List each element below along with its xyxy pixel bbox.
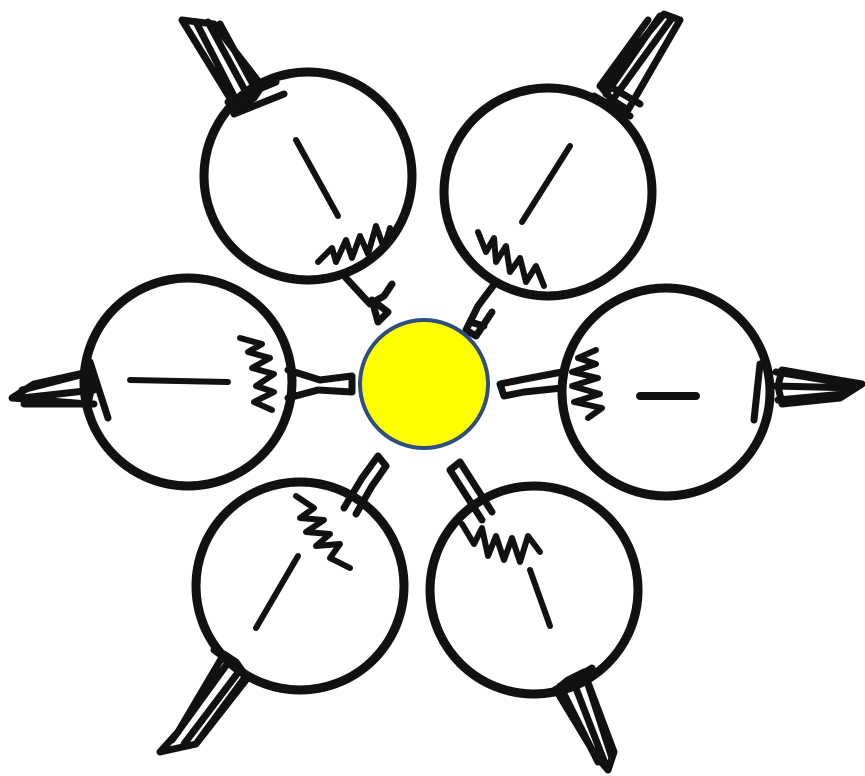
- cell-inner-stroke: [530, 570, 550, 626]
- cell-upper-left: [182, 20, 412, 322]
- cell-stalk: [344, 456, 386, 514]
- cell-inner-stroke: [256, 556, 298, 628]
- cell-stalk: [500, 372, 562, 396]
- cell-left: [12, 278, 352, 486]
- cell-spike: [12, 362, 108, 418]
- cell-stalk: [466, 282, 496, 336]
- cell-lower-right: [430, 462, 638, 770]
- cell-inner-stroke: [130, 380, 228, 382]
- cell-right: [500, 288, 862, 496]
- cell-stalk: [288, 370, 352, 398]
- cell-body: [444, 88, 652, 296]
- cell-stalk: [346, 278, 392, 322]
- cell-spike: [160, 650, 254, 752]
- cell-spike: [594, 14, 680, 116]
- cell-fringe: [462, 524, 540, 562]
- cell-fringe: [572, 350, 602, 418]
- cell-lower-left: [160, 456, 404, 752]
- center-disc: [360, 320, 488, 448]
- cell-spike: [182, 20, 284, 114]
- cell-inner-stroke: [296, 140, 338, 216]
- cell-fringe: [240, 338, 274, 410]
- cell-inner-stroke: [522, 146, 570, 222]
